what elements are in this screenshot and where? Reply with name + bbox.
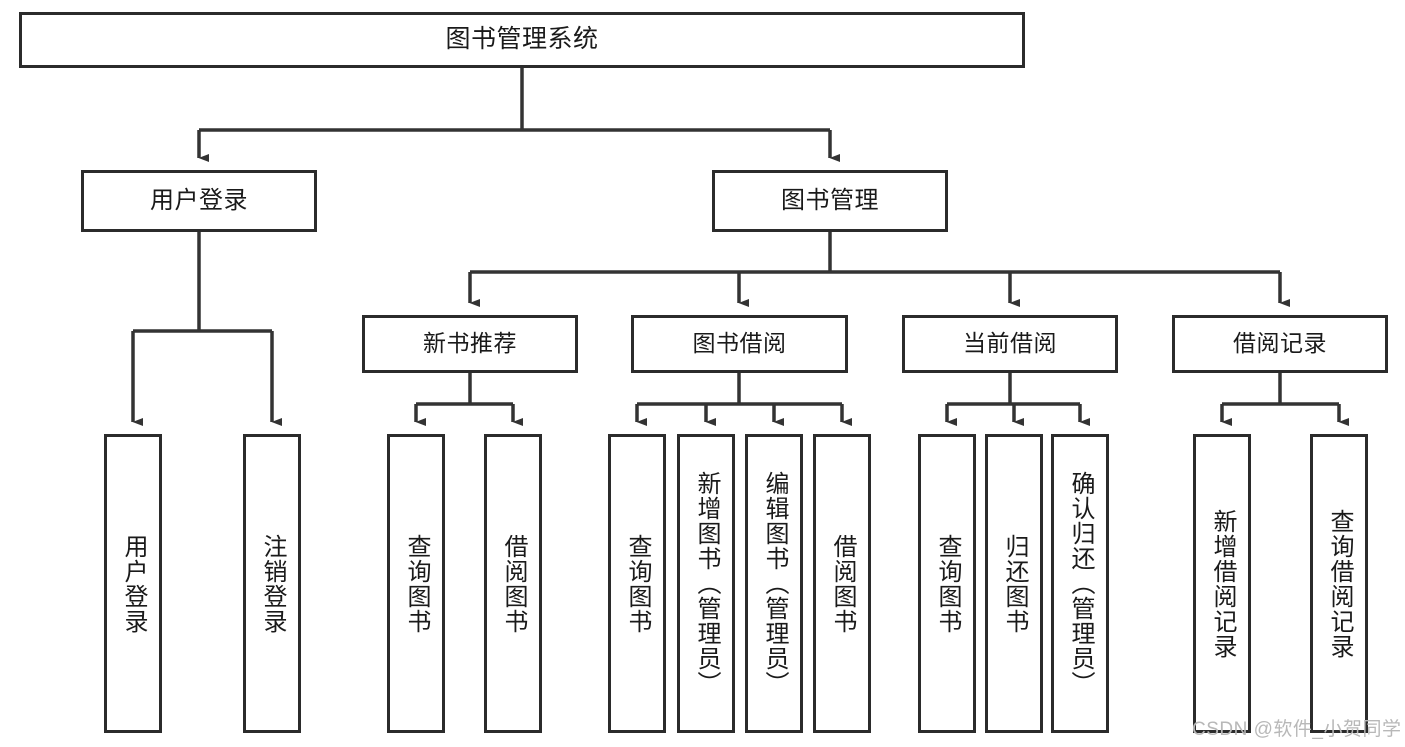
watermark-text: CSDN @软件_小贺同学 — [1192, 719, 1402, 740]
leaf-node-user-logout[interactable]: 注销登录 — [243, 434, 301, 733]
node-borrow-record[interactable]: 借阅记录 — [1172, 315, 1388, 373]
leaf-label: 查询图书 — [934, 533, 961, 634]
leaf-node-return-book[interactable]: 归还图书 — [985, 434, 1043, 733]
node-new-book-recommend[interactable]: 新书推荐 — [362, 315, 578, 373]
edges-currentborrow-to-leaves — [945, 373, 1090, 426]
leaf-node-borrow-book-recommend[interactable]: 借阅图书 — [484, 434, 542, 733]
node-book-manage[interactable]: 图书管理 — [712, 170, 948, 232]
node-user-login[interactable]: 用户登录 — [81, 170, 317, 232]
leaf-label: 用户登录 — [120, 533, 147, 634]
leaf-label: 借阅图书 — [500, 533, 527, 634]
edges-root-to-level1 — [197, 68, 840, 162]
node-root-system[interactable]: 图书管理系统 — [19, 12, 1025, 68]
leaf-node-borrow-book[interactable]: 借阅图书 — [813, 434, 871, 733]
leaf-node-edit-book-admin[interactable]: 编辑图书（管理员） — [745, 434, 803, 733]
leaf-label: 编辑图书（管理员） — [761, 471, 788, 696]
leaf-node-query-book-current[interactable]: 查询图书 — [918, 434, 976, 733]
edges-userlogin-to-leaves — [131, 232, 282, 426]
node-label: 图书管理系统 — [445, 25, 599, 54]
node-book-borrow[interactable]: 图书借阅 — [631, 315, 848, 373]
edges-bookborrow-to-leaves — [635, 373, 852, 426]
leaf-label: 查询图书 — [624, 533, 651, 634]
edges-borrowrecord-to-leaves — [1220, 373, 1349, 426]
node-label: 借阅记录 — [1233, 330, 1327, 357]
edges-bookmanage-to-level2 — [468, 232, 1290, 307]
edges-newbook-to-leaves — [414, 373, 523, 426]
node-label: 图书借阅 — [692, 330, 787, 357]
leaf-label: 查询借阅记录 — [1326, 508, 1353, 659]
leaf-node-query-book-borrow[interactable]: 查询图书 — [608, 434, 666, 733]
leaf-label: 注销登录 — [259, 533, 286, 634]
node-label: 当前借阅 — [963, 330, 1057, 357]
leaf-node-confirm-return-admin[interactable]: 确认归还（管理员） — [1051, 434, 1109, 733]
leaf-label: 归还图书 — [1001, 533, 1028, 634]
leaf-node-add-book-admin[interactable]: 新增图书（管理员） — [677, 434, 735, 733]
leaf-node-query-borrow-record[interactable]: 查询借阅记录 — [1310, 434, 1368, 733]
node-label: 新书推荐 — [423, 330, 517, 357]
leaf-label: 新增借阅记录 — [1209, 508, 1236, 659]
leaf-label: 借阅图书 — [829, 533, 856, 634]
node-label: 图书管理 — [781, 186, 879, 214]
leaf-label: 新增图书（管理员） — [693, 471, 720, 696]
leaf-label: 确认归还（管理员） — [1067, 471, 1094, 696]
node-label: 用户登录 — [150, 186, 248, 214]
leaf-node-user-login[interactable]: 用户登录 — [104, 434, 162, 733]
leaf-node-add-borrow-record[interactable]: 新增借阅记录 — [1193, 434, 1251, 733]
leaf-label: 查询图书 — [403, 533, 430, 634]
node-current-borrow[interactable]: 当前借阅 — [902, 315, 1118, 373]
leaf-node-query-book-recommend[interactable]: 查询图书 — [387, 434, 445, 733]
